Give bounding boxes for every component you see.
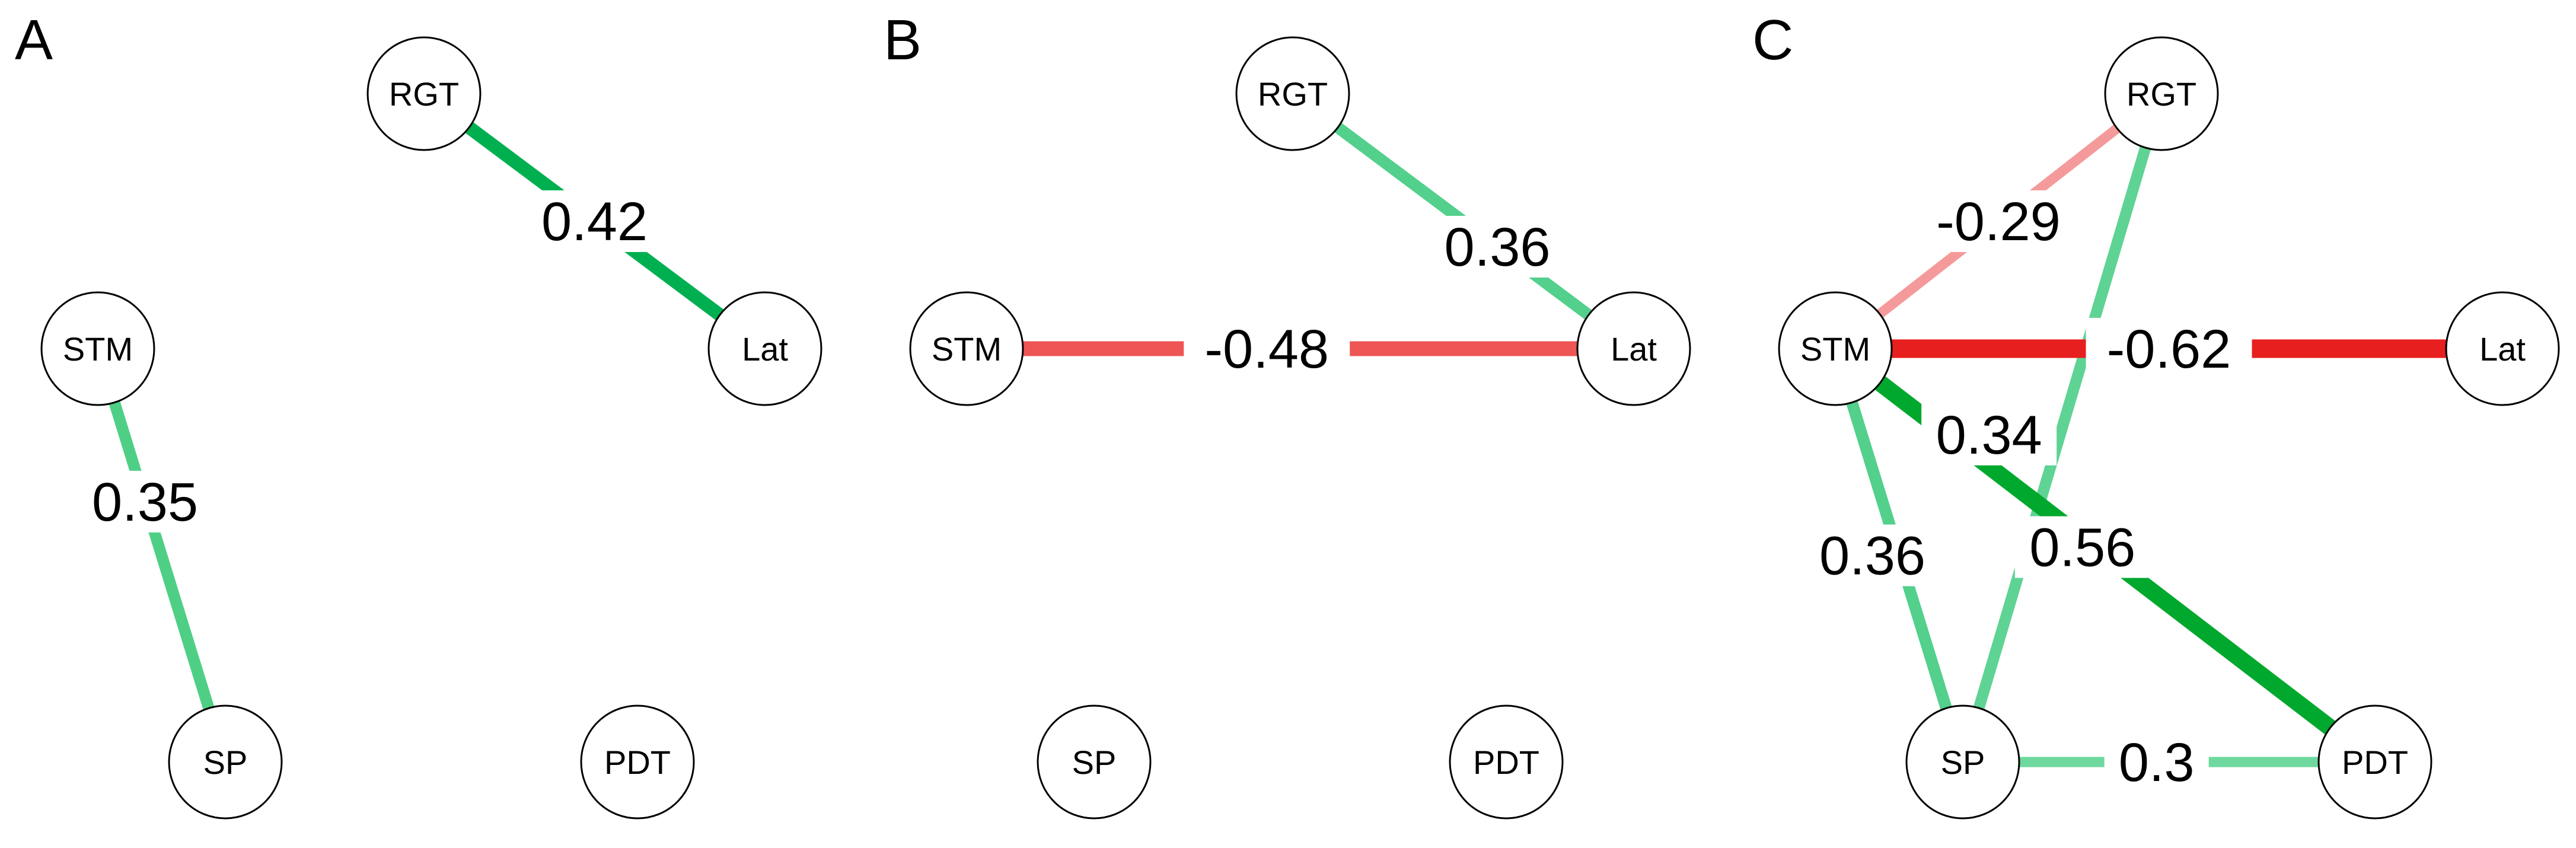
node-sp: SP [1905, 704, 2020, 820]
node-lat: Lat [1576, 291, 1691, 406]
node-label: RGT [389, 75, 459, 113]
node-label: PDT [604, 744, 671, 781]
edge-label-background [1915, 190, 2081, 252]
edge-labels: 0.42 0.35 [77, 190, 662, 533]
edge-labels: -0.29 0.34 -0.62 0.36 0.56 0.3 [1805, 190, 2252, 793]
node-rgt: RGT [366, 36, 482, 151]
edge-weight-label: 0.3 [2119, 732, 2195, 793]
node-lat: Lat [707, 291, 822, 406]
node-circle [909, 291, 1024, 406]
node-label: STM [1800, 330, 1870, 368]
edges [92, 88, 769, 764]
node-circle [1449, 704, 1564, 820]
edge-weight-label: 0.34 [1936, 405, 2042, 466]
node-label: RGT [2127, 75, 2196, 113]
node-stm: STM [909, 291, 1024, 406]
edge-label-background [2104, 731, 2209, 793]
node-label: SP [1072, 744, 1117, 781]
edge-label-background [527, 190, 662, 252]
node-label: Lat [1611, 330, 1657, 368]
edge-weight-label: -0.29 [1936, 192, 2061, 252]
edge-label-background [2086, 318, 2252, 380]
node-label: STM [63, 330, 133, 368]
edge-label-background [1805, 524, 1940, 586]
node-label: STM [932, 330, 1002, 368]
node-circle [366, 36, 482, 151]
node-circle [168, 704, 283, 820]
node-label: SP [203, 744, 248, 781]
node-label: Lat [2479, 330, 2526, 368]
node-circle [580, 704, 695, 820]
node-label: SP [1941, 744, 1985, 781]
node-lat: Lat [2445, 291, 2560, 406]
node-circle [1576, 291, 1691, 406]
node-circle [2104, 36, 2219, 151]
node-label: PDT [1473, 744, 1539, 781]
edge-label-background [1921, 403, 2057, 466]
edge-label-background [2014, 516, 2150, 578]
edge-rgt-sp [1957, 92, 2167, 764]
node-circle [1037, 704, 1152, 820]
edge-weight-label: -0.48 [1204, 319, 1329, 380]
node-rgt: RGT [2104, 36, 2219, 151]
edge-label-background [77, 470, 213, 533]
edge-weight-label: -0.62 [2107, 319, 2231, 380]
panel-c-label: C [1752, 8, 1793, 72]
node-circle [707, 291, 822, 406]
edge-weight-label: 0.35 [92, 472, 198, 533]
node-rgt: RGT [1235, 36, 1350, 151]
node-sp: SP [1037, 704, 1152, 820]
node-circle [1905, 704, 2020, 820]
edge-label-background [1184, 318, 1350, 380]
edge-weight-label: 0.42 [541, 192, 648, 252]
node-label: PDT [2342, 744, 2408, 781]
node-pdt: PDT [2317, 704, 2432, 820]
edge-stm-sp [92, 347, 231, 764]
node-circle [1778, 291, 1893, 406]
node-label: Lat [742, 330, 788, 368]
node-stm: STM [1778, 291, 1893, 406]
edge-labels: 0.36 -0.48 [1184, 216, 1565, 380]
node-label: RGT [1258, 75, 1328, 113]
edge-label-background [1430, 216, 1565, 278]
node-circle [1235, 36, 1350, 151]
node-circle [2445, 291, 2560, 406]
node-circle [40, 291, 155, 406]
node-pdt: PDT [580, 704, 695, 820]
panel-a-label: A [15, 8, 53, 72]
panel-b-label: B [884, 8, 922, 72]
edge-weight-label: 0.36 [1819, 526, 1925, 586]
node-pdt: PDT [1449, 704, 1564, 820]
node-sp: SP [168, 704, 283, 820]
node-stm: STM [40, 291, 155, 406]
edge-weight-label: 0.36 [1444, 217, 1550, 278]
edge-weight-label: 0.56 [2029, 518, 2135, 578]
node-circle [2317, 704, 2432, 820]
